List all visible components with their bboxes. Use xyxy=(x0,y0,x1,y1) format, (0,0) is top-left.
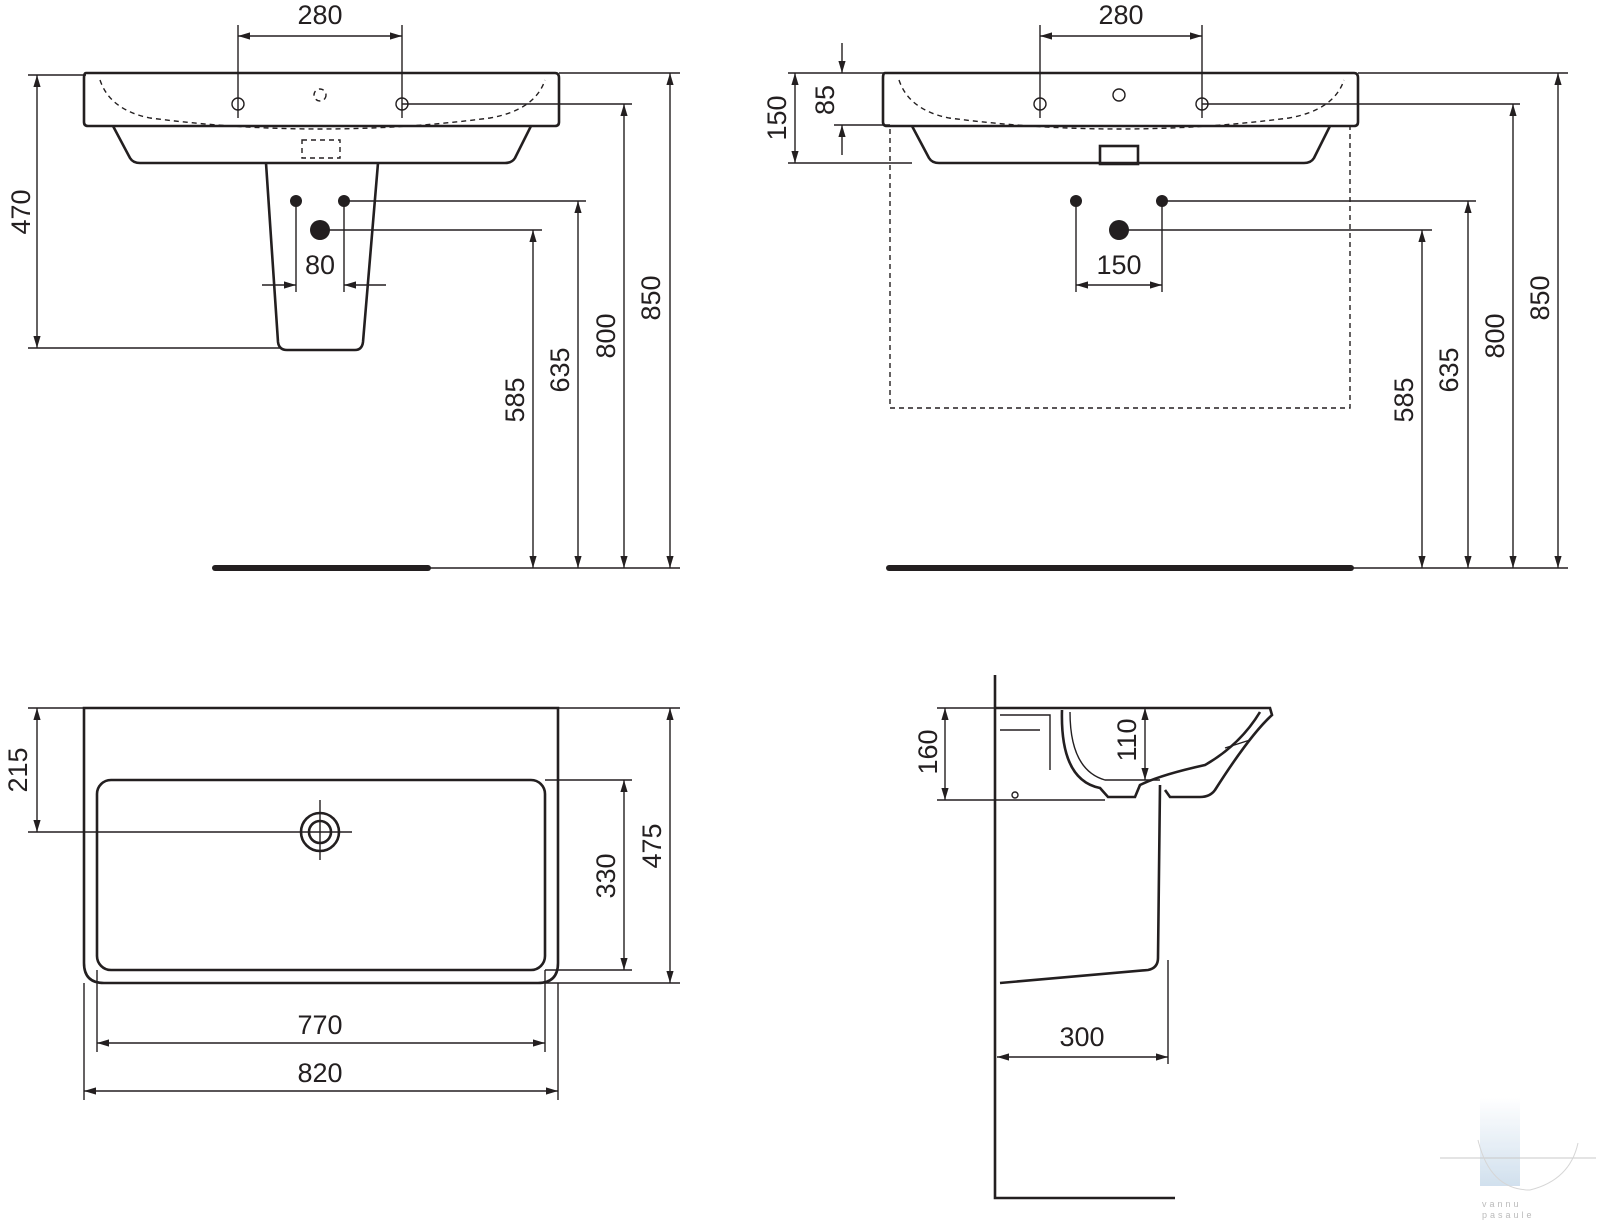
plan-view: 215 330 475 770 820 xyxy=(3,706,680,1100)
dim-pedestal-depth: 300 xyxy=(1059,1022,1104,1052)
front-view-cabinet: 280 85 150 150 585 635 800 850 xyxy=(762,0,1568,571)
dim-total-depth: 475 xyxy=(637,823,667,868)
dim-basin-depth: 150 xyxy=(762,95,792,140)
dim-pipe-spacing: 80 xyxy=(305,250,335,280)
dim-supply-height: 635 xyxy=(545,347,575,392)
dim-supply-height-2: 635 xyxy=(1434,347,1464,392)
dim-tap-height-2: 800 xyxy=(1480,313,1510,358)
dim-tap-spacing: 280 xyxy=(297,0,342,30)
dim-total-width: 820 xyxy=(297,1058,342,1088)
dim-basin-height: 160 xyxy=(913,729,943,774)
dim-bowl-width: 770 xyxy=(297,1010,342,1040)
dim-waste-height: 585 xyxy=(500,377,530,422)
dim-pedestal-height: 470 xyxy=(6,189,36,234)
front-view-pedestal: 280 80 470 585 635 800 850 xyxy=(6,0,680,571)
dim-bowl-depth: 330 xyxy=(591,853,621,898)
dim-tap-spacing-2: 280 xyxy=(1098,0,1143,30)
watermark-line1: vannu xyxy=(1482,1199,1522,1209)
watermark-line2: pasaule xyxy=(1482,1210,1535,1220)
dim-rim-height: 850 xyxy=(636,275,666,320)
side-view: 160 110 300 xyxy=(913,675,1274,1200)
dim-waste-from-back: 215 xyxy=(3,747,33,792)
dim-tap-height: 800 xyxy=(591,313,621,358)
dim-rim-height-2: 850 xyxy=(1525,275,1555,320)
watermark-logo: vannu pasaule xyxy=(1440,1098,1596,1220)
dim-bowl-depth-side: 110 xyxy=(1112,718,1142,761)
dim-rim-to-bowl: 85 xyxy=(810,85,840,115)
dim-pipe-spacing-2: 150 xyxy=(1096,250,1141,280)
dim-waste-height-2: 585 xyxy=(1389,377,1419,422)
